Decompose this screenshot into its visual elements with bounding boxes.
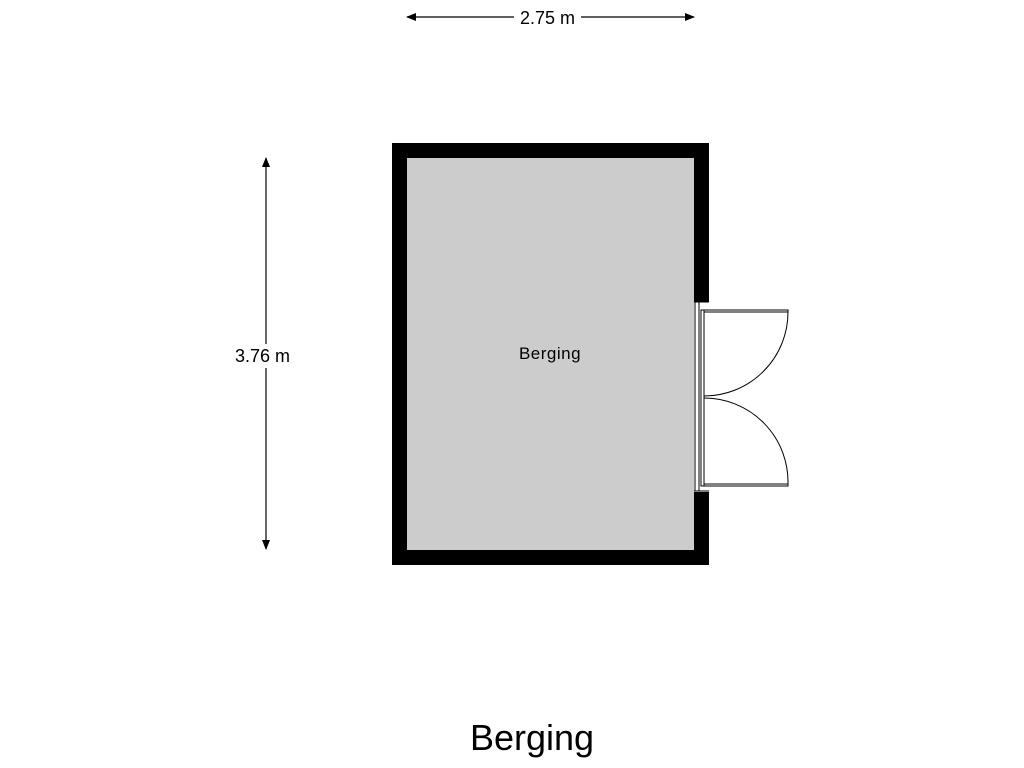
height-dimension-label: 3.76 m: [233, 344, 293, 368]
room-floor: [407, 158, 694, 550]
plan-title: Berging: [469, 717, 595, 758]
door-frame: [694, 301, 709, 492]
room-label: Berging: [518, 344, 582, 363]
double-door: [703, 309, 789, 487]
width-dimension-label: 2.75 m: [514, 8, 582, 28]
